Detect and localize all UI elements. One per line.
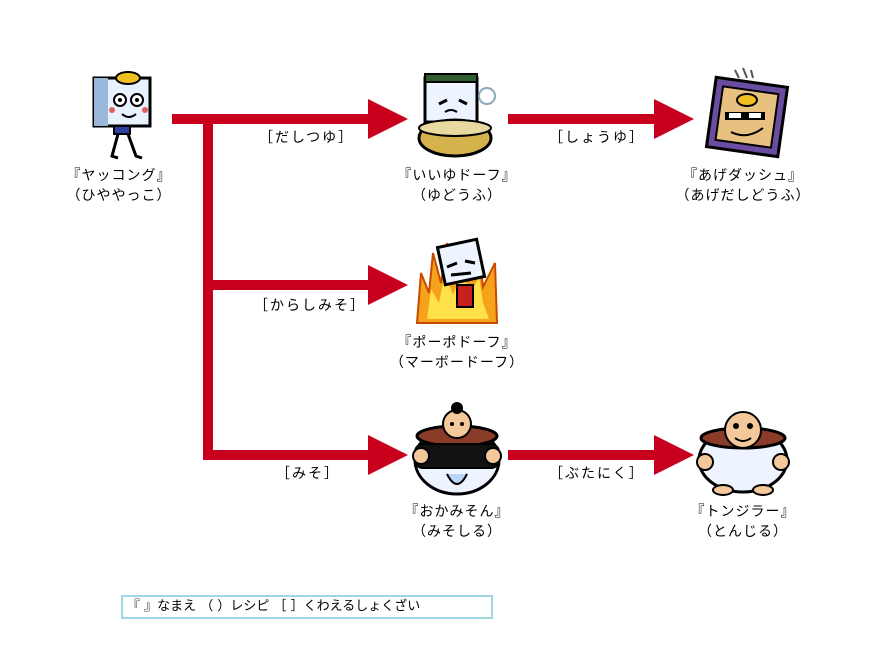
legend-box: 『 』なまえ （ ）レシピ ［ ］くわえるしょくざい	[121, 595, 493, 619]
edge-label-karashimiso: ［からしみそ］	[254, 298, 366, 314]
node-reading: （あげだしどうふ）	[675, 188, 811, 204]
node-reading: （ひややっこ）	[66, 188, 172, 204]
node-agedash: 『あげダッシュ』 （あげだしどうふ）	[643, 66, 843, 206]
edge-label-miso: ［みそ］	[276, 466, 340, 482]
node-name: 『ヤッコング』	[66, 168, 172, 184]
node-popotofu: 『ポーポドーフ』 （マーボードーフ）	[357, 233, 557, 373]
edge-label-butaniku: ［ぶたにく］	[549, 466, 645, 482]
okamison-sprite	[412, 402, 502, 496]
node-tonjira: 『トンジラー』 （とんじる）	[643, 402, 843, 542]
node-reading: （ゆどうふ）	[412, 188, 502, 204]
node-reading: （とんじる）	[698, 524, 788, 540]
tonjira-sprite	[696, 411, 790, 496]
node-okamison: 『おかみそん』 （みそしる）	[357, 402, 557, 542]
node-name: 『いいゆドーフ』	[397, 168, 517, 184]
node-reading: （みそしる）	[412, 524, 502, 540]
node-name: 『おかみそん』	[404, 504, 510, 520]
yakkong-sprite	[92, 71, 152, 160]
iiyutofu-sprite	[417, 73, 496, 158]
popotofu-sprite	[415, 237, 499, 324]
node-reading: （マーボードーフ）	[389, 355, 525, 371]
agedash-sprite	[704, 67, 790, 159]
node-name: 『ポーポドーフ』	[397, 335, 517, 351]
node-name: 『あげダッシュ』	[683, 168, 803, 184]
node-name: 『トンジラー』	[690, 504, 796, 520]
node-yakkong: 『ヤッコング』 （ひややっこ）	[19, 66, 219, 206]
edge-label-shoyu: ［しょうゆ］	[549, 130, 645, 146]
node-iiyutofu: 『いいゆドーフ』 （ゆどうふ）	[357, 66, 557, 206]
edge-label-dashitsuyu: ［だしつゆ］	[259, 130, 355, 146]
